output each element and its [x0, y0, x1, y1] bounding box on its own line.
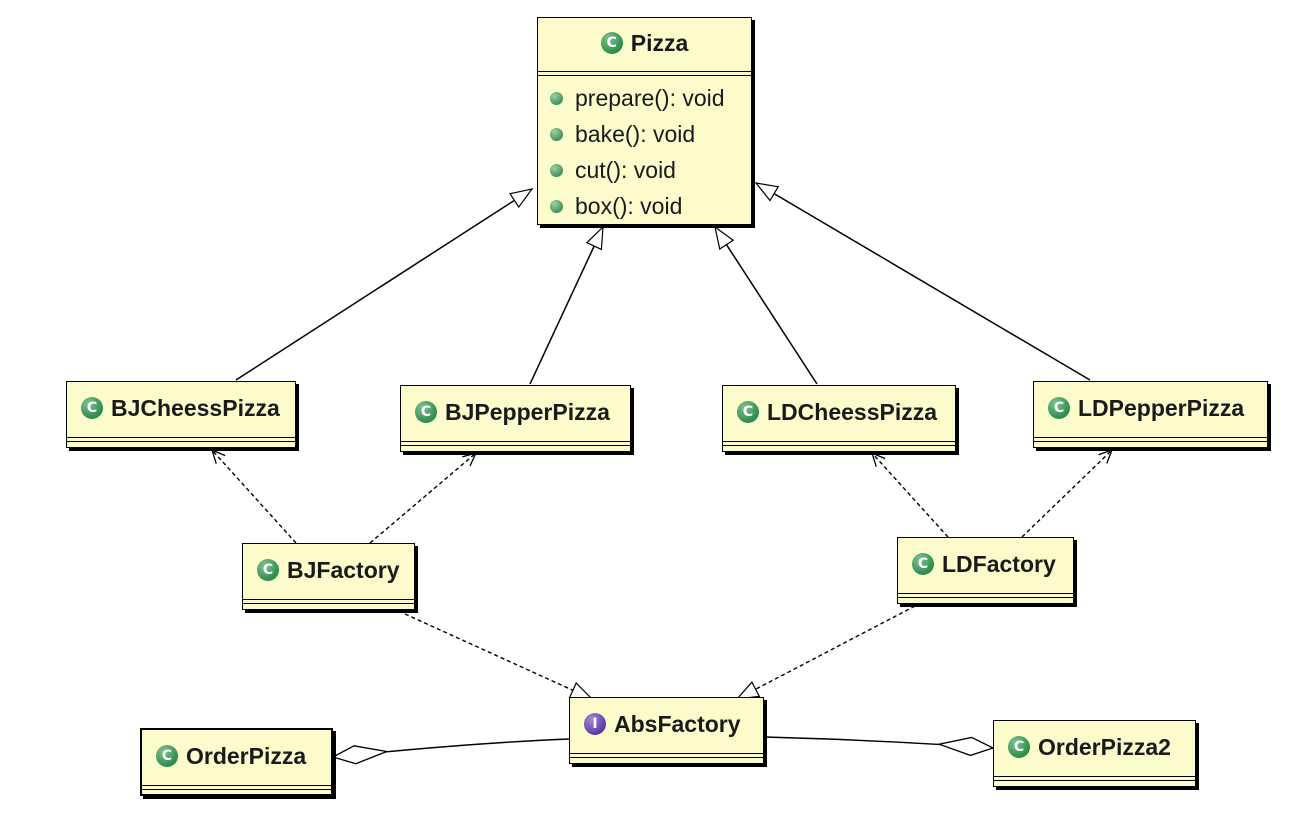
extends-edge-ldpepper [754, 182, 1091, 381]
divider [538, 71, 751, 72]
class-name: OrderPizza [186, 742, 307, 769]
method-item: bake(): void [550, 116, 751, 152]
divider [538, 75, 751, 76]
public-method-icon [550, 91, 563, 105]
divider [142, 785, 331, 786]
class-name: OrderPizza2 [1038, 733, 1171, 760]
ldpepperpizza-class[interactable]: C LDPepperPizza [1033, 381, 1268, 448]
aggregation-orderpizza [331, 738, 570, 765]
divider [1034, 437, 1267, 438]
divider [401, 441, 630, 442]
class-name: Pizza [630, 29, 689, 56]
divider [1034, 441, 1267, 442]
realization-ldfactory [735, 605, 916, 700]
class-name: BJFactory [287, 556, 400, 583]
class-icon: C [156, 745, 178, 767]
class-icon: C [912, 553, 934, 575]
divider [67, 437, 295, 438]
class-icon: C [257, 559, 279, 581]
dependency-ldfactory-ldpepper [1021, 448, 1114, 538]
orderpizza-class[interactable]: C OrderPizza [140, 728, 333, 796]
extends-edge-bjcheess [235, 188, 534, 381]
public-method-icon [550, 199, 563, 213]
divider [723, 445, 955, 446]
divider [243, 599, 414, 600]
ldcheesspizza-class[interactable]: C LDCheessPizza [722, 385, 956, 452]
divider [570, 753, 763, 754]
class-name: LDCheessPizza [767, 398, 938, 425]
divider [570, 757, 763, 758]
dependency-bjfactory-bjcheess [210, 448, 297, 544]
divider [994, 780, 1195, 781]
divider [994, 776, 1195, 777]
bjpepperpizza-class[interactable]: C BJPepperPizza [400, 385, 631, 452]
orderpizza2-class[interactable]: C OrderPizza2 [993, 720, 1196, 787]
dependency-ldfactory-ldcheess [870, 451, 949, 538]
extends-edge-ldcheess [714, 225, 818, 385]
public-method-icon [550, 163, 563, 177]
divider [401, 445, 630, 446]
dependency-bjfactory-bjpepper [369, 451, 478, 544]
bjfactory-class[interactable]: C BJFactory [242, 543, 415, 610]
method-item: cut(): void [550, 152, 751, 188]
class-icon: C [415, 401, 437, 423]
divider [898, 597, 1073, 598]
interface-icon: I [584, 713, 606, 735]
class-name: BJPepperPizza [445, 398, 610, 425]
method-item: box(): void [550, 188, 751, 224]
class-icon: C [600, 32, 623, 54]
aggregation-orderpizza2 [764, 736, 995, 757]
class-icon: C [737, 401, 759, 423]
pizza-class[interactable]: C Pizza prepare(): void bake(): void cut… [537, 17, 752, 225]
absfactory-interface[interactable]: I AbsFactory [569, 697, 764, 764]
divider [142, 789, 331, 790]
divider [898, 593, 1073, 594]
interface-name: AbsFactory [614, 710, 741, 737]
ldfactory-class[interactable]: C LDFactory [897, 537, 1074, 604]
method-list: prepare(): void bake(): void cut(): void… [538, 76, 751, 224]
class-name: BJCheessPizza [111, 394, 280, 421]
divider [243, 603, 414, 604]
method-item: prepare(): void [550, 80, 751, 116]
realization-bjfactory [404, 613, 594, 700]
extends-edge-bjpepper [529, 225, 604, 385]
divider [67, 441, 295, 442]
bjcheesspizza-class[interactable]: C BJCheessPizza [66, 381, 296, 448]
class-name: LDFactory [942, 550, 1056, 577]
public-method-icon [550, 127, 563, 141]
divider [723, 441, 955, 442]
class-icon: C [81, 397, 103, 419]
class-icon: C [1008, 736, 1030, 758]
class-icon: C [1048, 397, 1070, 419]
class-name: LDPepperPizza [1078, 394, 1245, 421]
